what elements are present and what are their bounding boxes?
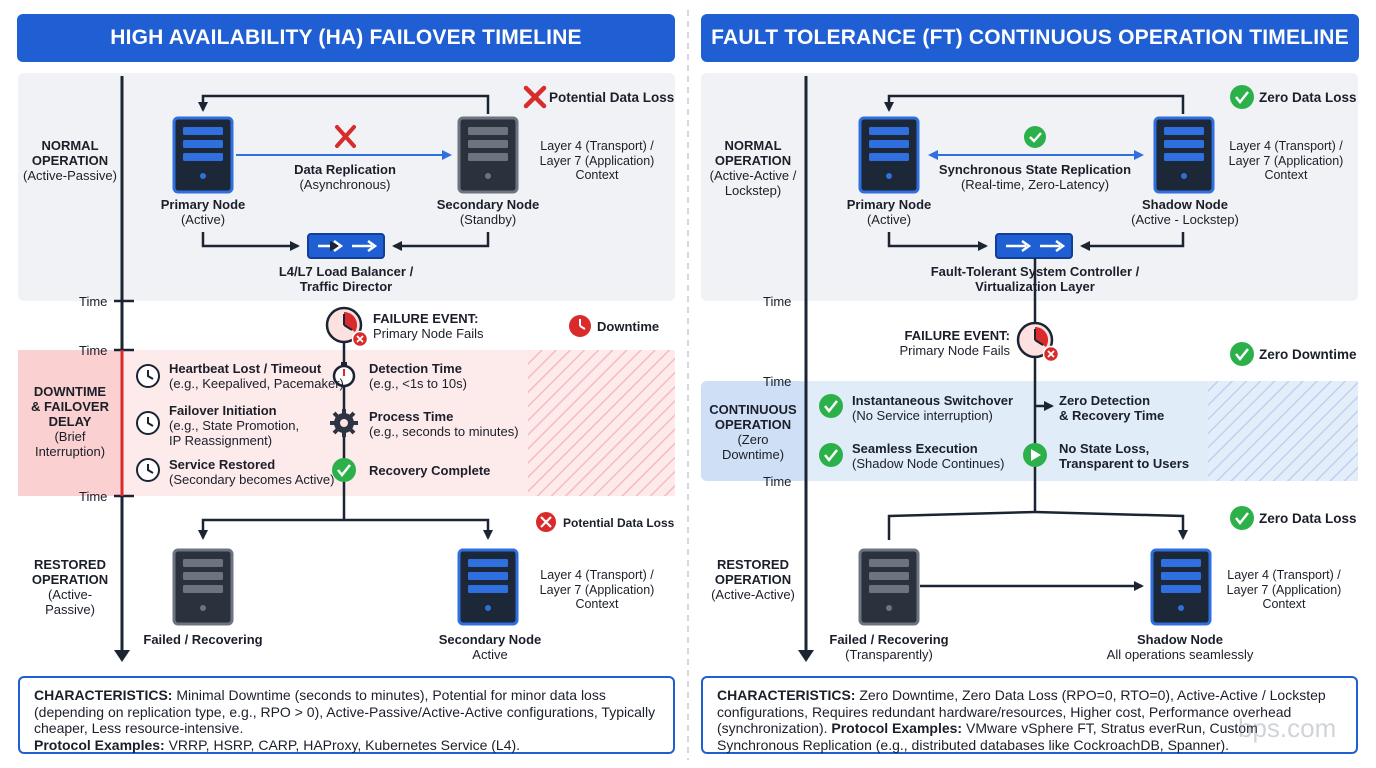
ha-failure-event: FAILURE EVENT:Primary Node Fails	[373, 311, 484, 341]
ha-proto-label: Protocol Examples:	[34, 736, 165, 753]
ha-secondary-server-icon	[457, 116, 519, 194]
ft-zero-loss-bottom: Zero Data Loss	[1259, 511, 1357, 526]
ha-data-loss-top: Potential Data Loss	[549, 90, 675, 105]
ft-zero-downtime-check-icon	[1230, 342, 1254, 366]
ha-bottom-data-loss-icon	[536, 512, 556, 532]
ha-primary-node-label: Primary Node(Active)	[160, 197, 246, 227]
ft-title-banner: FAULT TOLERANCE (FT) CONTINUOUS OPERATIO…	[701, 14, 1359, 62]
ft-shadow-active-server-icon	[1150, 548, 1212, 626]
ha-context-bottom: Layer 4 (Transport) /Layer 7 (Applicatio…	[539, 568, 655, 611]
ha-secondary-node-label: Secondary Node(Standby)	[436, 197, 540, 227]
ha-load-balancer-label: L4/L7 Load Balancer /Traffic Director	[278, 264, 414, 294]
ft-continuous-zone	[701, 381, 1358, 481]
ha-failed-server-icon	[172, 548, 234, 626]
ft-continuous-hatch	[1208, 381, 1358, 481]
ha-recovery-check-icon	[332, 458, 356, 482]
ha-downtime-zone-label-bg	[18, 350, 123, 496]
ha-step-heartbeat: Heartbeat Lost / Timeout(e.g., Keepalive…	[169, 361, 344, 391]
ha-primary-server-icon	[172, 116, 234, 194]
ft-context-top: Layer 4 (Transport) /Layer 7 (Applicatio…	[1228, 139, 1344, 182]
ha-step-restored: Service Restored(Secondary becomes Activ…	[169, 457, 335, 487]
ft-zero-downtime: Zero Downtime	[1259, 347, 1357, 362]
ha-time-label-1: Time	[79, 294, 108, 309]
ha-downtime-hatch	[528, 350, 675, 496]
ha-load-balancer-icon	[307, 233, 385, 259]
ft-instant-check-icon	[819, 394, 843, 418]
ft-failed-server-icon	[858, 548, 920, 626]
ha-step-failover: Failover Initiation(e.g., State Promotio…	[169, 403, 300, 448]
ft-title: FAULT TOLERANCE (FT) CONTINUOUS OPERATIO…	[711, 26, 1349, 49]
ha-replication-x-icon	[335, 125, 356, 148]
ha-title-banner: HIGH AVAILABILITY (HA) FAILOVER TIMELINE	[17, 14, 675, 62]
ft-sync-check-icon	[1024, 126, 1046, 148]
ha-failure-clock-icon	[325, 306, 369, 348]
ha-replication-label: Data Replication(Asynchronous)	[294, 162, 396, 192]
ha-detection-time: Detection Time(e.g., <1s to 10s)	[369, 361, 467, 391]
ft-char-label: CHARACTERISTICS:	[717, 687, 856, 703]
ft-seamless-execution: Seamless Execution(Shadow Node Continues…	[852, 441, 1005, 471]
ft-proto-text: VMware vSphere FT, Stratus everRun, Cust…	[717, 720, 1258, 753]
ha-data-loss-bottom: Potential Data Loss	[563, 516, 675, 530]
ha-secondary-active-server-icon	[457, 548, 519, 626]
ft-time-label-2: Time	[763, 374, 792, 389]
ft-zero-loss-top: Zero Data Loss	[1259, 90, 1357, 105]
ft-shadow-server-icon	[1153, 116, 1215, 194]
ft-time-label-1: Time	[763, 294, 792, 309]
ft-failed-label: Failed / Recovering(Transparently)	[829, 632, 949, 662]
ft-play-icon	[1023, 443, 1047, 467]
ft-bottom-zero-loss-icon	[1230, 506, 1254, 530]
ft-char-text: Zero Downtime, Zero Data Loss (RPO=0, RT…	[717, 687, 1326, 736]
ft-shadow-node-label: Shadow Node(Active - Lockstep)	[1131, 197, 1239, 227]
ft-primary-server-icon	[858, 116, 920, 194]
ha-char-text: Minimal Downtime (seconds to minutes), P…	[34, 687, 656, 736]
ha-time-label-2: Time	[79, 343, 108, 358]
ha-process-time: Process Time(e.g., seconds to minutes)	[369, 409, 519, 439]
ft-instant-switchover: Instantaneous Switchover(No Service inte…	[852, 393, 1014, 423]
ha-char-label: CHARACTERISTICS:	[34, 687, 173, 703]
ha-time-label-3: Time	[79, 489, 108, 504]
ft-timeline-arrowhead	[798, 650, 814, 662]
watermark: bps.com	[1238, 713, 1337, 743]
ha-failed-label: Failed / Recovering	[143, 632, 263, 647]
ft-sync-label: Synchronous State Replication(Real-time,…	[938, 162, 1132, 192]
ha-timeline-arrowhead	[114, 650, 130, 662]
ft-primary-node-label: Primary Node(Active)	[846, 197, 932, 227]
ft-failure-event: FAILURE EVENT:Primary Node Fails	[899, 328, 1010, 358]
ft-zero-loss-check-icon	[1230, 85, 1254, 109]
ha-stopwatch-icon	[332, 362, 356, 388]
ft-time-label-3: Time	[763, 474, 792, 489]
ft-failure-clock-icon	[1016, 321, 1060, 363]
ha-data-loss-x-icon	[523, 85, 547, 109]
ha-downtime-badge: Downtime	[597, 319, 660, 334]
ha-characteristics-box: CHARACTERISTICS: Minimal Downtime (secon…	[18, 676, 675, 754]
ha-failover-clock-icon	[136, 411, 160, 435]
ha-downtime-clock-icon	[569, 315, 591, 337]
ft-no-state-loss: No State Loss,Transparent to Users	[1059, 441, 1190, 471]
ha-title: HIGH AVAILABILITY (HA) FAILOVER TIMELINE	[110, 26, 582, 49]
ha-gear-icon	[330, 409, 358, 437]
ha-restored-clock-icon	[136, 458, 160, 482]
ha-context-top: Layer 4 (Transport) /Layer 7 (Applicatio…	[539, 139, 655, 182]
ha-heartbeat-clock-icon	[136, 364, 160, 388]
ft-characteristics-box: CHARACTERISTICS: Zero Downtime, Zero Dat…	[701, 676, 1358, 754]
ha-proto-text: VRRP, HSRP, CARP, HAProxy, Kubernetes Se…	[164, 736, 521, 753]
ft-seamless-check-icon	[819, 443, 843, 467]
ft-zero-detection: Zero Detection& Recovery Time	[1059, 393, 1165, 423]
ft-proto-label: Protocol Examples:	[831, 720, 963, 736]
ft-context-bottom: Layer 4 (Transport) /Layer 7 (Applicatio…	[1226, 568, 1342, 611]
ha-recovery-complete: Recovery Complete	[369, 463, 491, 478]
ft-controller-label: Fault-Tolerant System Controller /Virtua…	[930, 264, 1140, 294]
